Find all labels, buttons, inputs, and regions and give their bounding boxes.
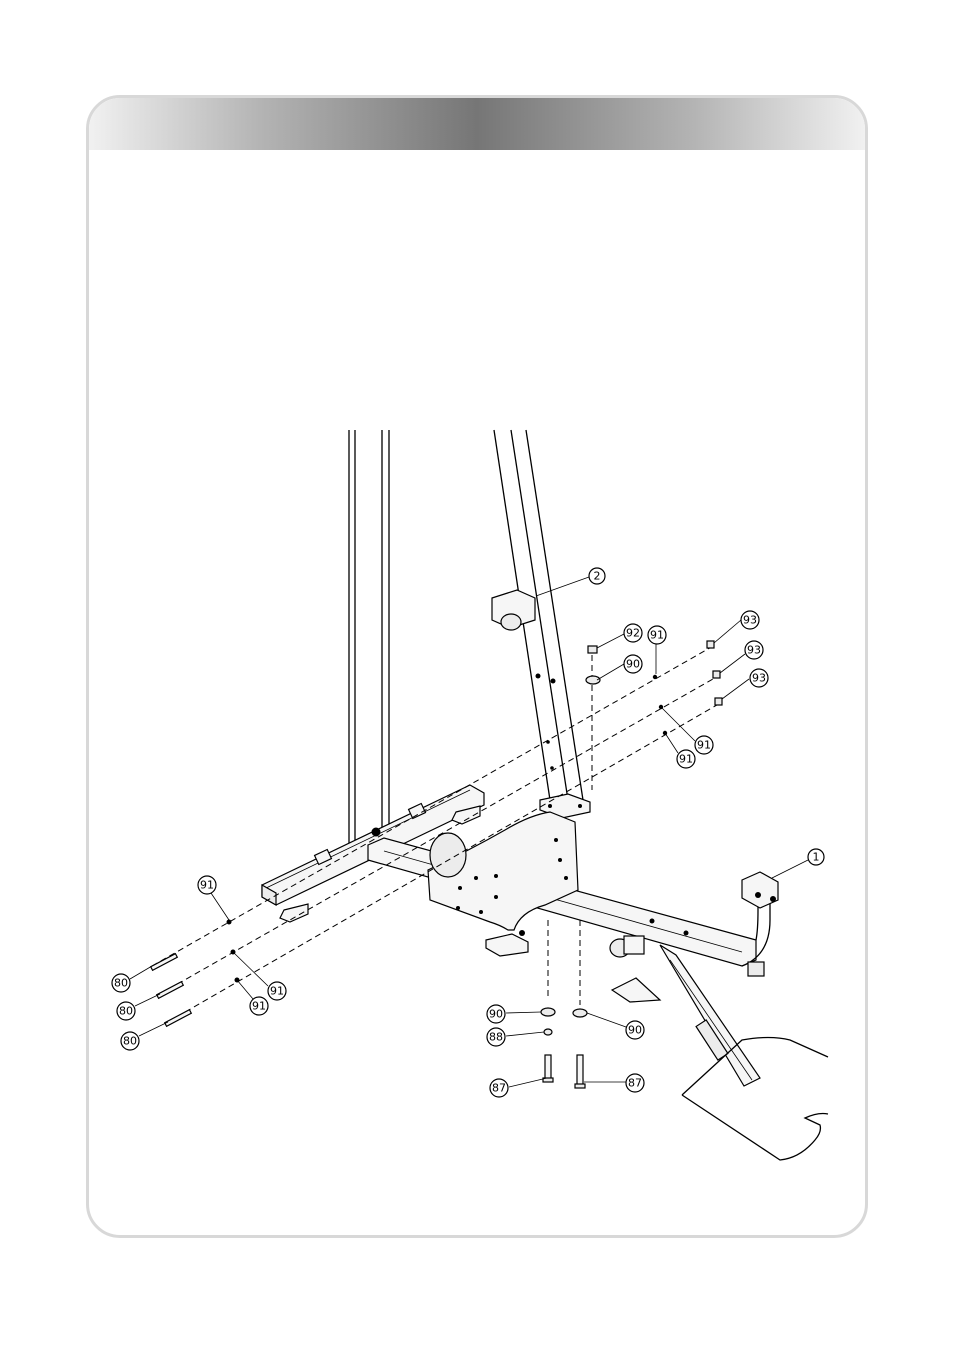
svg-text:92: 92	[626, 627, 640, 640]
page-frame	[86, 95, 868, 1238]
svg-text:1: 1	[813, 851, 820, 864]
callout-80-1: 80	[111, 973, 131, 993]
front-leg	[610, 944, 761, 1087]
svg-text:93: 93	[743, 614, 757, 627]
callout-91-top: 91	[647, 625, 667, 645]
callout-93-2: 93	[744, 640, 764, 660]
rear-upright	[348, 430, 390, 845]
callout-2: 2	[588, 567, 606, 585]
angled-upright-part-2	[491, 429, 591, 819]
callout-90-bottom-right: 90	[625, 1020, 645, 1040]
callout-93-3: 93	[749, 668, 769, 688]
callout-91-right-1: 91	[694, 735, 714, 755]
svg-text:90: 90	[628, 1024, 642, 1037]
callout-91-left-1: 91	[197, 875, 217, 895]
callout-91-left-3: 91	[249, 996, 269, 1016]
callout-90-bottom-left: 90	[486, 1004, 506, 1024]
svg-text:90: 90	[626, 658, 640, 671]
svg-text:87: 87	[628, 1077, 642, 1090]
svg-text:91: 91	[270, 985, 284, 998]
callout-90-top: 90	[623, 654, 643, 674]
leader-lines	[129, 576, 809, 1088]
svg-text:80: 80	[119, 1005, 133, 1018]
svg-text:90: 90	[489, 1008, 503, 1021]
svg-text:93: 93	[752, 672, 766, 685]
svg-text:80: 80	[114, 977, 128, 990]
callout-87-right: 87	[625, 1073, 645, 1093]
callout-91-right-2: 91	[676, 749, 696, 769]
callout-80-3: 80	[120, 1031, 140, 1051]
callout-92: 92	[623, 623, 643, 643]
svg-text:91: 91	[252, 1000, 266, 1013]
svg-text:91: 91	[200, 879, 214, 892]
callout-88: 88	[486, 1027, 506, 1047]
svg-text:87: 87	[492, 1082, 506, 1095]
svg-text:91: 91	[679, 753, 693, 766]
svg-text:88: 88	[489, 1031, 503, 1044]
svg-text:2: 2	[594, 570, 601, 583]
side-plate	[427, 811, 579, 957]
callout-91-left-2: 91	[267, 981, 287, 1001]
floor-pad	[681, 1036, 829, 1161]
callout-1: 1	[807, 848, 825, 866]
callout-93-1: 93	[740, 610, 760, 630]
bolt-axis-lines	[151, 644, 723, 1023]
svg-text:80: 80	[123, 1035, 137, 1048]
svg-text:91: 91	[697, 739, 711, 752]
svg-text:93: 93	[747, 644, 761, 657]
callout-87-left: 87	[489, 1078, 509, 1098]
callout-80-2: 80	[116, 1001, 136, 1021]
header-gradient-bar	[89, 98, 865, 150]
hardware	[149, 640, 723, 1089]
svg-text:91: 91	[650, 629, 664, 642]
